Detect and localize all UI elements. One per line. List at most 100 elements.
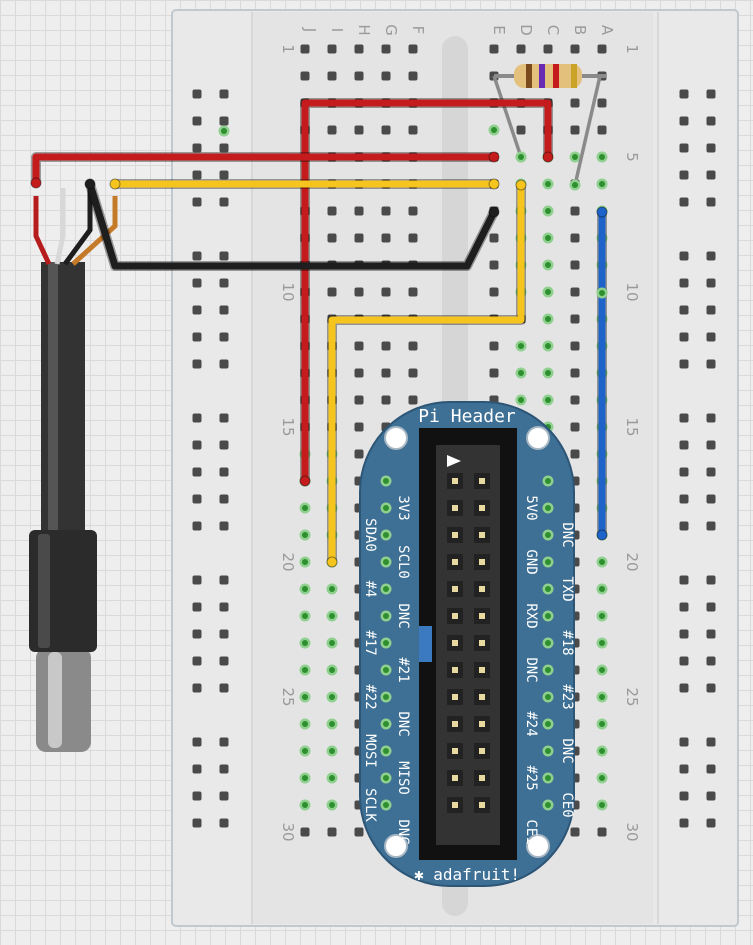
pi-pad xyxy=(383,721,389,727)
hole xyxy=(354,341,364,351)
hole xyxy=(597,98,607,108)
header-pin xyxy=(479,505,485,511)
row-number-left: 10 xyxy=(279,282,297,301)
hole-active xyxy=(599,181,605,187)
hole-active xyxy=(599,694,605,700)
pi-pin-label: TXD xyxy=(559,576,575,601)
hole xyxy=(354,368,364,378)
rail-hole xyxy=(679,683,689,693)
rail-hole xyxy=(219,440,229,450)
rail-hole xyxy=(219,494,229,504)
hole-active xyxy=(329,640,335,646)
hole xyxy=(570,314,580,324)
pi-pin-label: DNC xyxy=(395,711,411,736)
pi-pad xyxy=(545,613,551,619)
pi-pad xyxy=(545,505,551,511)
hole xyxy=(354,71,364,81)
hole xyxy=(327,125,337,135)
rail-hole xyxy=(679,278,689,288)
hole-active xyxy=(599,748,605,754)
hole-active xyxy=(302,613,308,619)
hole-active xyxy=(545,397,551,403)
pi-pin-label: GND xyxy=(523,549,539,574)
wire-probe-power-red-end xyxy=(30,177,42,189)
hole-active xyxy=(329,775,335,781)
rail-hole xyxy=(192,413,202,423)
rail-hole xyxy=(706,629,716,639)
hole xyxy=(381,206,391,216)
pi-pad xyxy=(383,478,389,484)
pi-pin-label: DNC xyxy=(395,603,411,628)
rail-hole xyxy=(219,737,229,747)
wire-probe-data-yellow-end xyxy=(488,178,500,190)
header-pin xyxy=(452,478,458,484)
hole-active xyxy=(545,208,551,214)
hole-active xyxy=(302,667,308,673)
temperature-probe xyxy=(29,186,118,752)
hole xyxy=(300,71,310,81)
wire-probe-data-yellow-end xyxy=(109,178,121,190)
rail-hole xyxy=(706,656,716,666)
rail-hole xyxy=(219,332,229,342)
hole xyxy=(570,98,580,108)
probe-metal-highlight xyxy=(48,652,62,748)
pi-pad xyxy=(545,586,551,592)
pi-pad xyxy=(545,775,551,781)
rail-hole xyxy=(192,575,202,585)
pi-pad xyxy=(383,802,389,808)
pi-pad xyxy=(383,586,389,592)
column-letter: A xyxy=(598,25,616,36)
pi-pin-label: #23 xyxy=(559,684,575,709)
hole-active xyxy=(302,775,308,781)
pi-pin-label: SDA0 xyxy=(362,518,378,552)
column-letter: C xyxy=(544,25,562,35)
hole xyxy=(570,827,580,837)
rail-hole xyxy=(679,818,689,828)
resistor xyxy=(492,64,606,186)
row-number-left: 1 xyxy=(279,44,297,54)
header-pin xyxy=(452,721,458,727)
hole xyxy=(408,71,418,81)
rail-hole xyxy=(706,467,716,477)
pi-pad xyxy=(383,532,389,538)
header-pin xyxy=(479,532,485,538)
pi-pin-label: MISO xyxy=(395,761,411,795)
rail-hole xyxy=(706,197,716,207)
rail-hole xyxy=(706,440,716,450)
hole-active xyxy=(599,667,605,673)
hole-active xyxy=(302,748,308,754)
hole xyxy=(570,395,580,405)
hole xyxy=(327,206,337,216)
rail-hole xyxy=(192,197,202,207)
header-pin xyxy=(452,667,458,673)
mount-hole xyxy=(526,834,550,858)
rail-hole xyxy=(706,494,716,504)
rail-hole xyxy=(219,467,229,477)
rail-hole xyxy=(706,89,716,99)
rail-hole xyxy=(679,575,689,585)
column-letter: B xyxy=(571,25,589,35)
resistor-band xyxy=(539,64,545,88)
rail-hole xyxy=(706,278,716,288)
hole-active xyxy=(302,802,308,808)
hole xyxy=(381,368,391,378)
hole xyxy=(354,395,364,405)
header-pin xyxy=(479,667,485,673)
header-pin xyxy=(452,775,458,781)
resistor-leg-left xyxy=(492,75,523,158)
hole xyxy=(597,44,607,54)
wire-3v3-red-end xyxy=(299,475,311,487)
rail-hole xyxy=(219,656,229,666)
wire-gpio4-yellow-end xyxy=(326,556,338,568)
pi-pin-label: CE1 xyxy=(523,819,539,844)
rail-hole xyxy=(706,602,716,612)
row-number-left: 15 xyxy=(279,417,297,436)
hole xyxy=(408,206,418,216)
hole-active xyxy=(599,559,605,565)
rail-hole xyxy=(679,494,689,504)
hole xyxy=(381,71,391,81)
pin1-arrow xyxy=(447,455,461,467)
rail-hole xyxy=(706,251,716,261)
hole xyxy=(570,125,580,135)
